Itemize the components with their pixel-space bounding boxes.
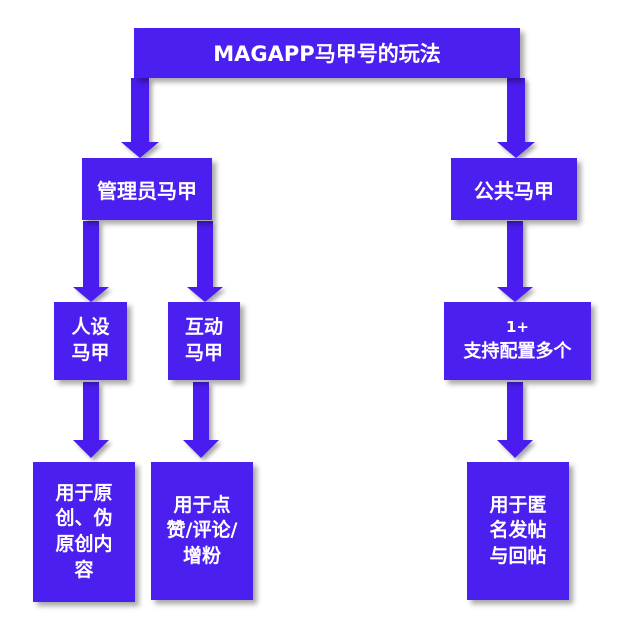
arrow-persona-to-original (73, 382, 109, 458)
arrow-multi-to-anon (497, 382, 533, 458)
public-vest-node: 公共马甲 (451, 158, 577, 220)
use-like-line-1: 用于点 (173, 493, 231, 516)
admin-vest-node: 管理员马甲 (82, 158, 212, 220)
use-original-line-1: 用于原 (55, 481, 113, 504)
interact-line-1: 互动 (184, 316, 223, 339)
admin-vest-label: 管理员马甲 (97, 178, 197, 203)
use-like-node: 用于点 赞/评论/ 增粉 (151, 462, 253, 600)
use-anon-line-3: 与回帖 (489, 544, 547, 567)
multi-line-2: 支持配置多个 (463, 340, 572, 362)
public-vest-label: 公共马甲 (474, 178, 554, 203)
arrow-root-to-admin (121, 78, 159, 158)
multi-config-node: 1+ 支持配置多个 (444, 302, 591, 380)
use-like-line-2: 赞/评论/ (166, 519, 238, 542)
use-like-line-3: 增粉 (182, 544, 221, 567)
persona-vest-node: 人设 马甲 (54, 302, 127, 380)
persona-line-1: 人设 (71, 316, 110, 339)
use-original-node: 用于原 创、伪 原创内 容 (33, 462, 135, 602)
use-anon-node: 用于匿 名发帖 与回帖 (467, 462, 569, 600)
use-original-line-2: 创、伪 (55, 507, 113, 530)
persona-line-2: 马甲 (71, 342, 110, 364)
arrow-admin-to-persona (73, 221, 109, 302)
use-anon-line-1: 用于匿 (489, 493, 547, 516)
arrow-public-to-multi (497, 221, 533, 302)
use-anon-line-2: 名发帖 (489, 519, 547, 542)
arrow-interact-to-like (183, 382, 219, 458)
arrow-admin-to-interact (187, 221, 223, 302)
interact-line-2: 马甲 (184, 342, 223, 364)
root-node: MAGAPP马甲号的玩法 (134, 28, 520, 78)
use-original-line-3: 原创内 (55, 533, 113, 555)
arrow-root-to-public (497, 78, 535, 158)
interact-vest-node: 互动 马甲 (168, 302, 240, 380)
root-label: MAGAPP马甲号的玩法 (213, 42, 441, 66)
use-original-line-4: 容 (74, 558, 94, 581)
multi-line-1: 1+ (505, 318, 529, 337)
